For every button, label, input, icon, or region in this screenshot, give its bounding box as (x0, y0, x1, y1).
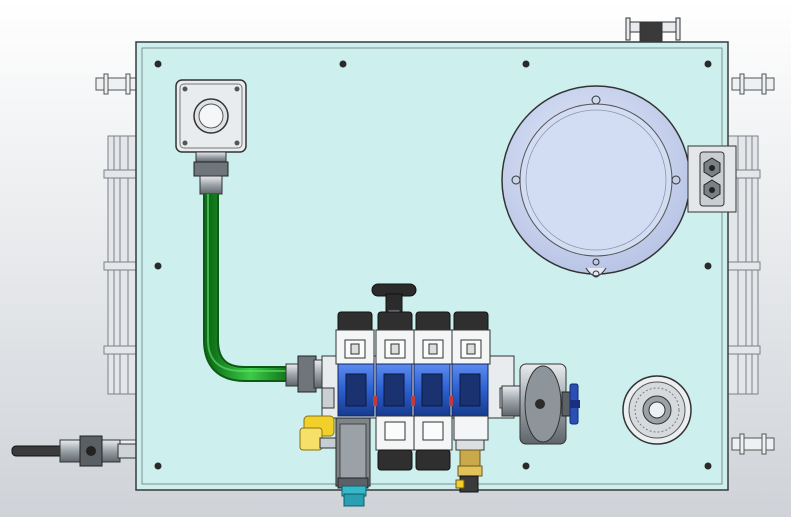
solenoid-valve-3[interactable] (413, 311, 453, 471)
mounting-bracket-bottom-right (731, 433, 775, 455)
pressure-fitting (335, 417, 371, 507)
panel-bolts (154, 60, 712, 470)
junction-box[interactable] (175, 79, 247, 195)
bolt-icon (339, 60, 347, 68)
bolt-icon (704, 262, 712, 270)
panel-inner-edge (141, 47, 723, 485)
solenoid-valve-4[interactable] (451, 311, 491, 441)
solenoid-valve-2[interactable] (375, 311, 415, 471)
filter-cap[interactable] (622, 375, 692, 445)
valve-stack[interactable] (335, 283, 491, 471)
bolt-icon (704, 60, 712, 68)
bolt-icon (154, 60, 162, 68)
bolt-icon (522, 60, 530, 68)
top-clamp (625, 17, 681, 43)
gauge-assembly[interactable] (501, 363, 580, 445)
left-rail (103, 135, 141, 395)
lever-handle (11, 435, 141, 467)
reservoir-tank[interactable] (501, 85, 737, 278)
bolt-icon (154, 262, 162, 270)
bolt-icon (154, 462, 162, 470)
bolt-icon (704, 462, 712, 470)
solenoid-valve-1[interactable] (335, 311, 375, 417)
bolt-icon (522, 462, 530, 470)
yellow-coupling (299, 415, 341, 451)
brass-fitting (455, 439, 485, 493)
mounting-bracket-top-left (95, 73, 141, 95)
mounting-bracket-top-right (731, 73, 775, 95)
